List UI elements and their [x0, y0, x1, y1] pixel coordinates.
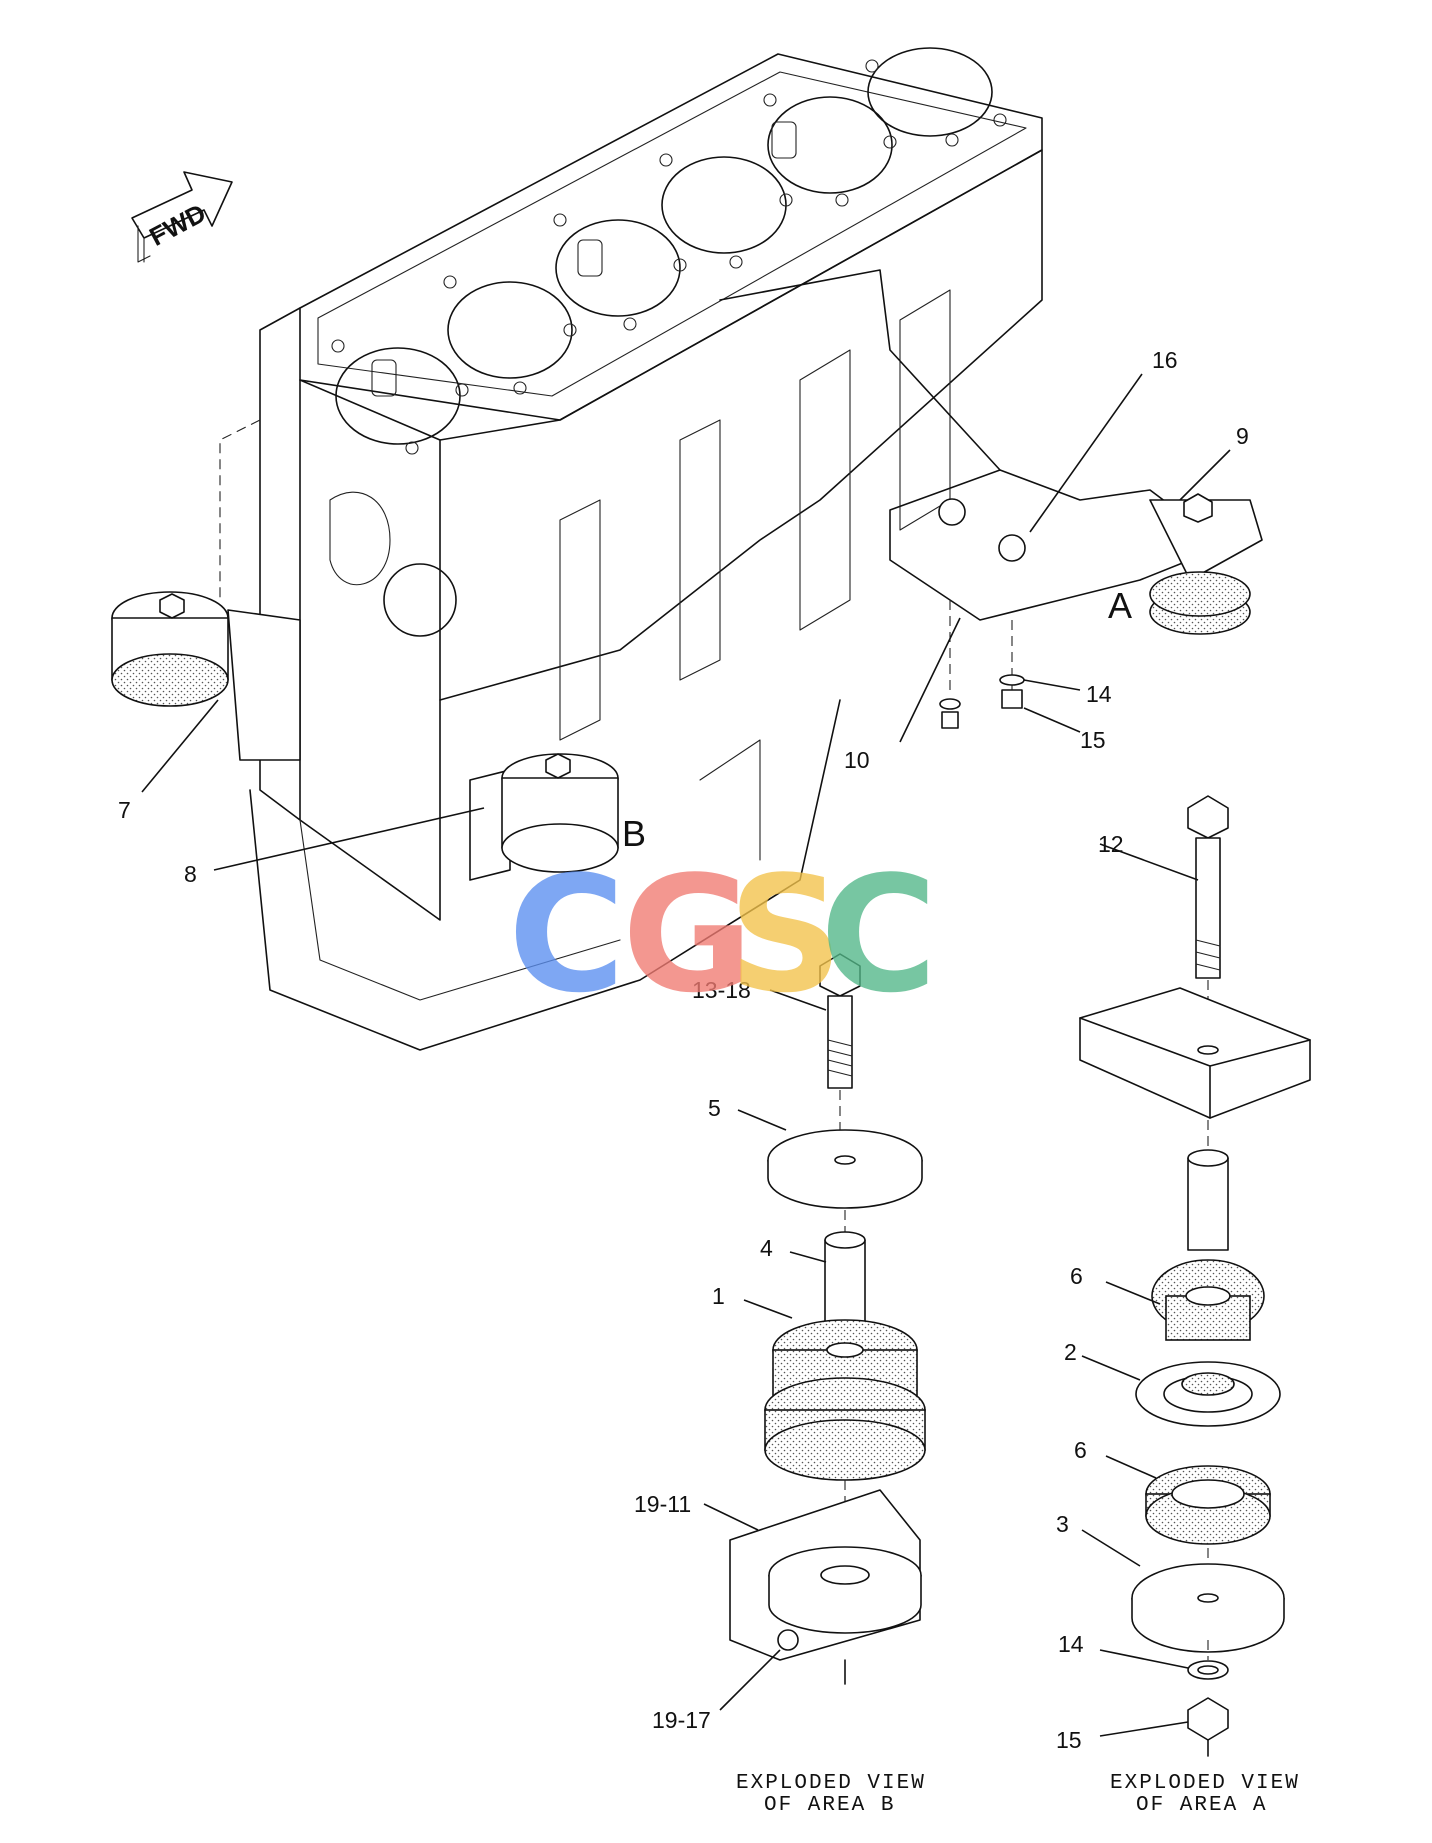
callout-6-upper: 6	[1070, 1263, 1083, 1289]
callout-7: 7	[118, 797, 131, 823]
caption-area-b-line1: EXPLODED VIEW	[736, 1772, 926, 1795]
watermark-letter-s: S	[728, 841, 843, 1028]
area-label-b: B	[622, 813, 646, 854]
callout-14-bottom: 14	[1058, 1631, 1084, 1657]
head-bolt-holes	[331, 59, 1007, 455]
callout-19-17: 19-17	[652, 1707, 711, 1733]
callout-2: 2	[1064, 1339, 1077, 1365]
area-label-a: A	[1108, 585, 1132, 626]
exploded-view-a	[1079, 795, 1311, 1757]
callout-15-bottom: 15	[1056, 1727, 1082, 1753]
callout-1: 1	[712, 1283, 725, 1309]
center-mount-b	[469, 753, 619, 881]
bracket-hardware	[939, 600, 1025, 729]
watermark-letter-g: G	[622, 841, 753, 1028]
callout-8: 8	[184, 861, 197, 887]
caption-area-a-line1: EXPLODED VIEW	[1110, 1772, 1300, 1795]
callout-6-lower: 6	[1074, 1437, 1087, 1463]
cylinder-bores	[335, 47, 993, 445]
callout-19-11: 19-11	[634, 1491, 691, 1517]
callout-3: 3	[1056, 1511, 1069, 1537]
fwd-arrow-icon: FWD	[131, 171, 233, 263]
callout-13-18: 13-18	[692, 977, 751, 1003]
exploded-view-b	[729, 953, 926, 1685]
callout-4: 4	[760, 1235, 773, 1261]
right-mount-a	[1149, 493, 1263, 635]
callout-16: 16	[1152, 347, 1178, 373]
caption-area-a-line2: OF AREA A	[1136, 1794, 1267, 1817]
left-mount	[111, 591, 301, 761]
leader-lines	[141, 373, 1231, 1737]
callout-12: 12	[1098, 831, 1124, 857]
watermark-letter-c2: C	[820, 841, 937, 1028]
caption-area-b-line2: OF AREA B	[764, 1794, 895, 1817]
callout-labels: 16 9 7 8 10 14 15 12 13-18 5 4 1 19-11 1…	[118, 347, 1249, 1753]
callout-9: 9	[1236, 423, 1249, 449]
captions: EXPLODED VIEW OF AREA B EXPLODED VIEW OF…	[736, 1772, 1300, 1817]
callout-5: 5	[708, 1095, 721, 1121]
engine-block	[219, 47, 1191, 1051]
watermark-letter-c1: C	[508, 841, 625, 1028]
cgsc-watermark-logo: C G S C	[508, 841, 937, 1028]
callout-10: 10	[844, 747, 870, 773]
callout-14-top: 14	[1086, 681, 1112, 707]
callout-15-top: 15	[1080, 727, 1106, 753]
